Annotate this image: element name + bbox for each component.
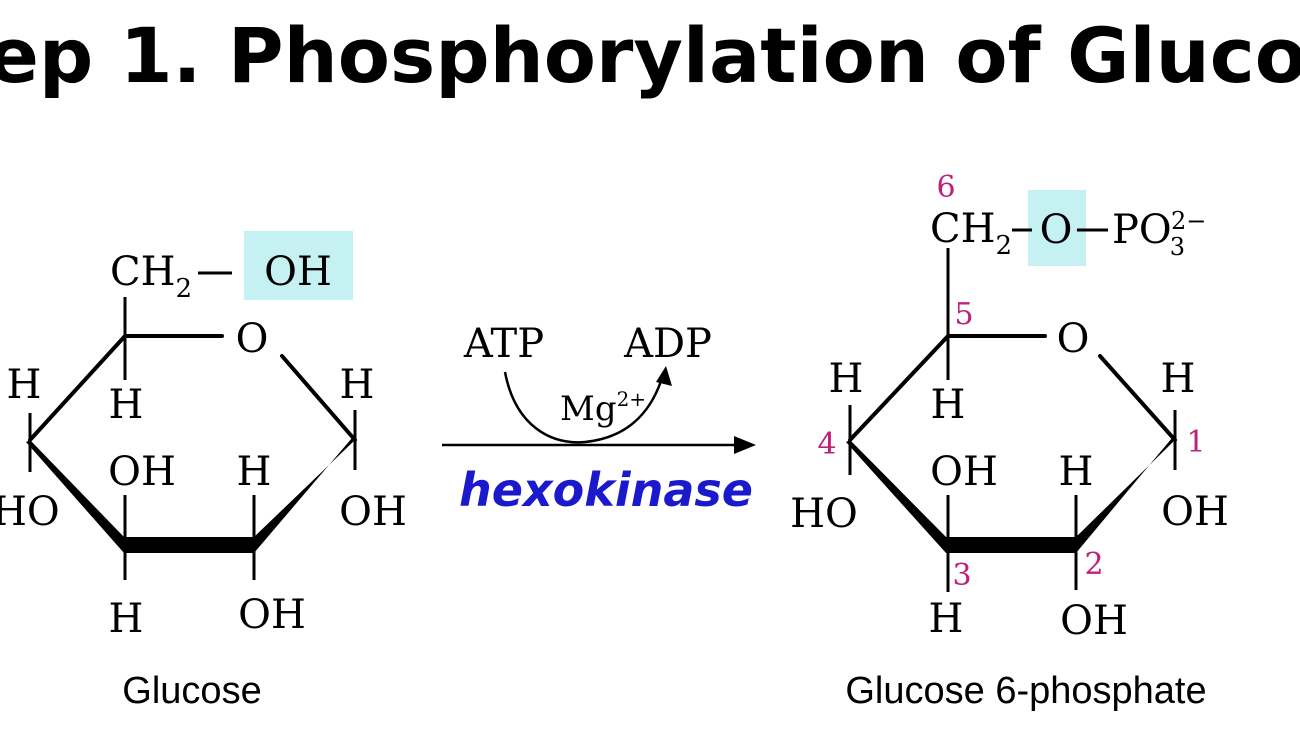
g6p-c2-h: H (1059, 449, 1094, 495)
g6p-label: Glucose 6-phosphate (845, 670, 1206, 712)
carbon-number-5: 5 (954, 297, 973, 332)
cofactor-curve-arrow (503, 371, 664, 444)
g6p-structure: CH2 O PO32− O H H H HO OH H OH H OH 6 5 … (790, 170, 1229, 712)
g6p-c5-h: H (931, 382, 966, 428)
glucose-ring-front-edge (26, 438, 355, 553)
glucose-ring-bonds (28, 334, 357, 442)
glucose-c2-h: H (237, 449, 272, 495)
atp-label: ATP (463, 321, 544, 367)
g6p-c4-oh: HO (790, 491, 858, 537)
g6p-ring-o: O (1057, 316, 1090, 362)
g6p-c2-oh: OH (1060, 598, 1128, 644)
g6p-ch2: CH2 (930, 206, 1012, 261)
g6p-ring-front-edge (846, 438, 1175, 553)
g6p-phosphate: PO32− (1112, 207, 1206, 261)
carbon-number-3: 3 (952, 558, 971, 593)
carbon-number-6: 6 (936, 170, 955, 205)
g6p-substituent-bonds (848, 228, 1177, 592)
g6p-ring-bonds (848, 334, 1177, 442)
glucose-c4-h: H (7, 362, 42, 408)
glucose-oh-highlight (244, 231, 353, 300)
glucose-structure: CH2 OH O H H H HO OH H OH H OH Glucose (0, 231, 407, 712)
enzyme-label: hexokinase (459, 463, 753, 517)
glucose-oh-top: OH (264, 249, 332, 295)
carbon-number-4: 4 (817, 427, 836, 462)
glucose-c3-oh: OH (108, 449, 176, 495)
page-title: Step 1. Phosphorylation of Glucose (0, 11, 1300, 100)
reaction-arrow-group: ATP ADP Mg2+ hexokinase (442, 321, 756, 517)
g6p-c4-h: H (829, 356, 864, 402)
g6p-c3-h: H (929, 596, 964, 642)
cofactor-arrowhead (656, 366, 672, 386)
glucose-c4-oh: HO (0, 489, 60, 535)
glucose-c1-h: H (340, 362, 375, 408)
mg-label: Mg2+ (560, 387, 646, 429)
glucose-c3-h: H (109, 596, 144, 642)
glucose-c5-h: H (109, 382, 144, 428)
main-arrowhead (734, 436, 756, 454)
glucose-c2-oh: OH (238, 592, 306, 638)
g6p-o-highlight (1028, 190, 1086, 266)
g6p-c1-h: H (1161, 356, 1196, 402)
carbon-number-2: 2 (1084, 547, 1103, 582)
glucose-c1-oh: OH (339, 489, 407, 535)
glucose-substituent-bonds (28, 271, 357, 580)
glucose-label: Glucose (122, 670, 261, 712)
g6p-c1-oh: OH (1161, 489, 1229, 535)
g6p-c3-oh: OH (930, 449, 998, 495)
glucose-ring-o: O (236, 316, 269, 362)
g6p-o-link: O (1040, 207, 1073, 253)
carbon-number-1: 1 (1186, 425, 1205, 460)
adp-label: ADP (623, 321, 712, 367)
glucose-ch2: CH2 (110, 249, 192, 304)
